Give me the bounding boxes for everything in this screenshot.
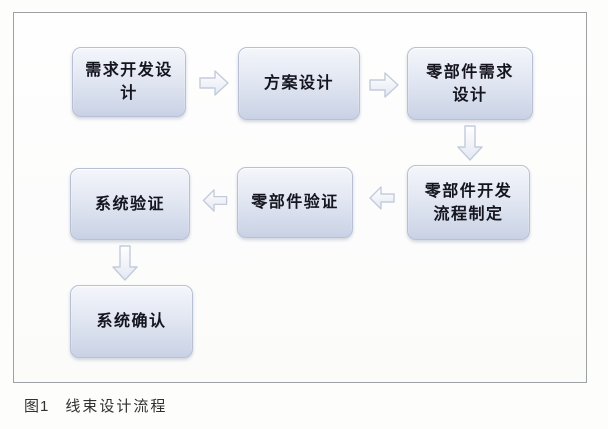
figure-caption: 图1 线束设计流程 xyxy=(24,395,167,416)
arrow-left-icon xyxy=(200,186,230,215)
flow-node-component-development-process: 零部件开发 流程制定 xyxy=(407,165,530,240)
flow-node-component-requirement-design: 零部件需求 设计 xyxy=(407,47,533,120)
flow-node-system-confirmation: 系统确认 xyxy=(70,285,193,358)
arrow-down-icon xyxy=(110,243,140,283)
arrow-right-icon xyxy=(367,69,401,101)
figure-caption-number: 图1 xyxy=(24,398,50,415)
arrow-down-icon xyxy=(455,123,485,163)
figure-caption-title: 线束设计流程 xyxy=(65,398,168,415)
flow-node-requirement-development-design: 需求开发设 计 xyxy=(72,47,186,117)
arrow-right-icon xyxy=(197,67,231,99)
arrow-left-icon xyxy=(367,183,397,213)
flow-node-scheme-design: 方案设计 xyxy=(238,47,360,120)
flow-node-system-verification: 系统验证 xyxy=(70,168,190,240)
flow-node-component-verification: 零部件验证 xyxy=(237,167,353,238)
